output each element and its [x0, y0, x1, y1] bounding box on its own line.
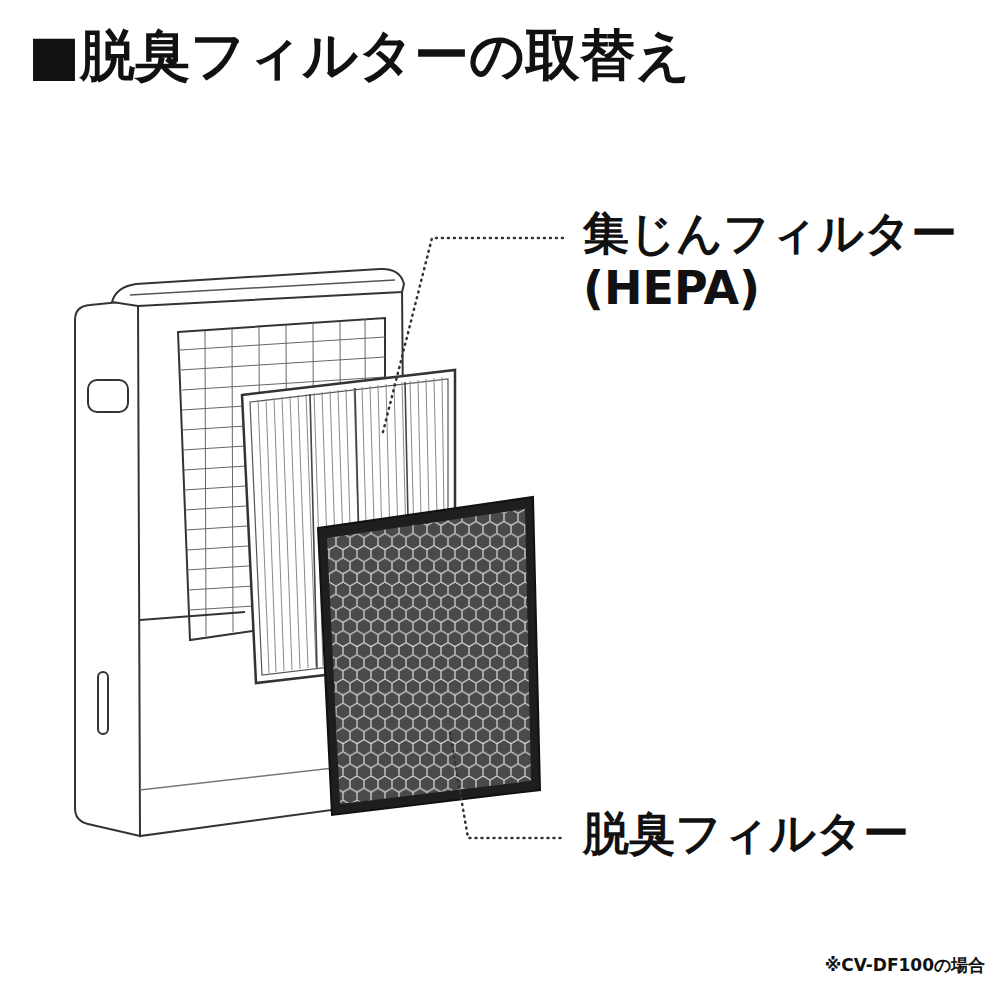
part-label: 脱臭フィルター — [583, 806, 978, 861]
leader-line — [383, 238, 565, 432]
title: ■脱臭フィルターの取替え — [28, 22, 968, 88]
part-label-box: 集じんフィルター (HEPA) — [583, 206, 978, 316]
side-panel — [75, 300, 140, 836]
part-label: 集じんフィルター (HEPA) — [583, 206, 978, 316]
title-box: ■脱臭フィルターの取替え — [28, 22, 968, 88]
honeycomb — [327, 509, 531, 804]
handle-hole — [88, 380, 128, 412]
caption-box: ※CV-DF100の場合 — [700, 955, 985, 975]
top-cover — [112, 269, 404, 306]
caption: ※CV-DF100の場合 — [700, 955, 985, 975]
leader-line — [450, 733, 563, 838]
deodorizing-filter — [318, 497, 540, 815]
part-label-box: 脱臭フィルター — [583, 806, 978, 861]
tank-window — [98, 672, 108, 734]
